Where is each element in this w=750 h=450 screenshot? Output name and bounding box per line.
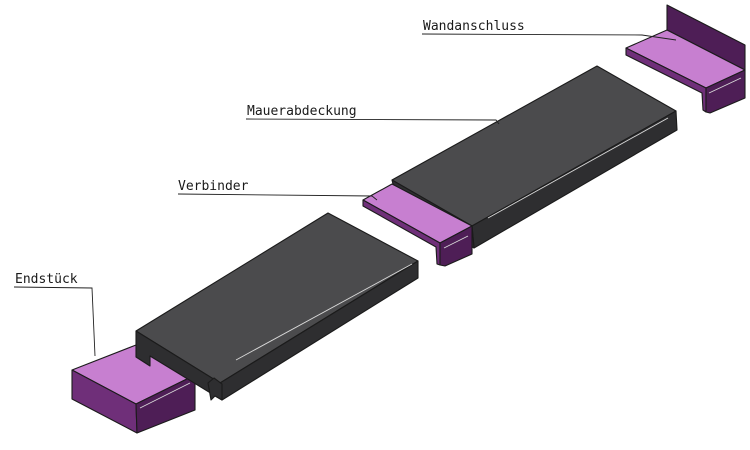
label-wandanschluss: Wandanschluss <box>423 19 525 34</box>
leader-lines <box>13 33 677 357</box>
leader-verbinder <box>177 193 378 201</box>
leader-endstueck <box>13 286 96 357</box>
verbinder-part <box>362 183 473 267</box>
label-verbinder: Verbinder <box>178 179 249 194</box>
wandanschluss-part <box>625 4 746 114</box>
label-mauerabdeckung: Mauerabdeckung <box>247 104 357 119</box>
label-endstueck: Endstück <box>15 272 78 287</box>
leader-mauerabdeckung <box>245 118 500 125</box>
leader-wandanschluss <box>421 33 677 41</box>
left-wall-cover-part <box>135 212 419 401</box>
